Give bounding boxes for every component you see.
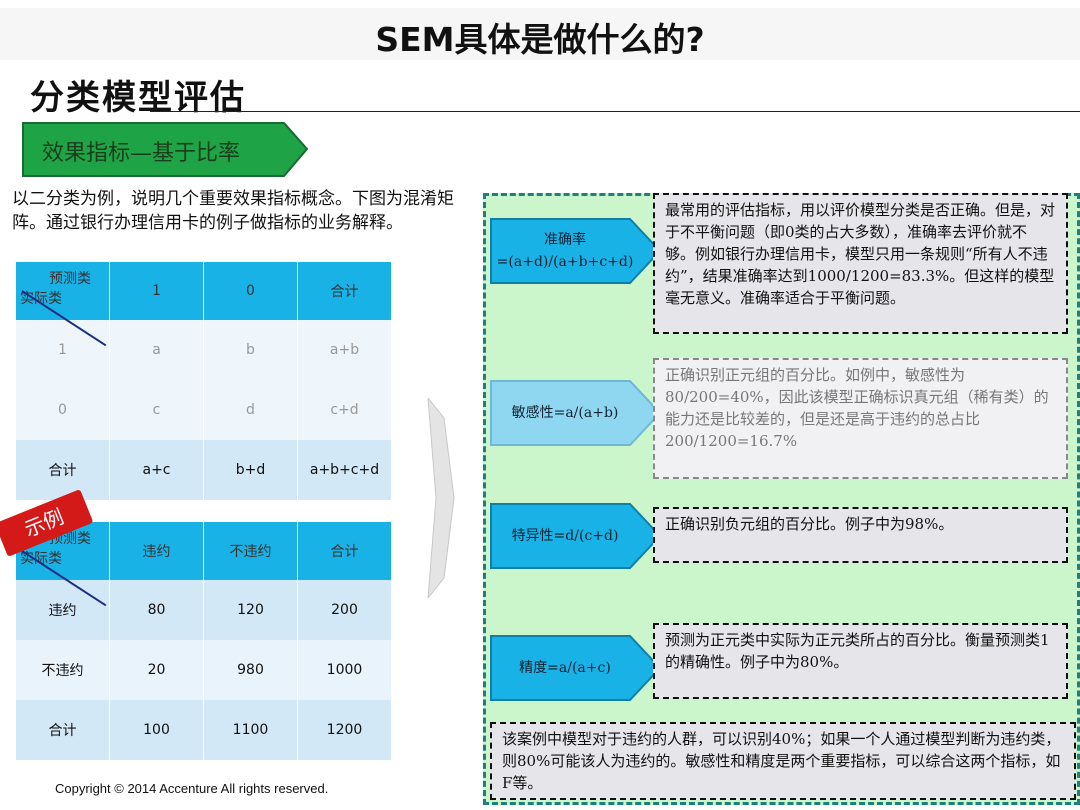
cell: 合计 [16, 700, 110, 760]
metric-label: 敏感性=a/(a+b) [511, 405, 619, 421]
header-cell: 不违约 [203, 522, 298, 580]
metric-accuracy: 准确率 =(a+d)/(a+b+c+d) [490, 218, 662, 284]
watermark-text: SEM具体是做什么的? [375, 20, 705, 59]
cell: a+b+c+d [297, 440, 392, 500]
metric-desc: 正确识别负元组的百分比。例子中为98%。 [653, 507, 1068, 563]
cell: 20 [109, 640, 204, 700]
corner-cell: 预测类实际类 [16, 262, 110, 347]
section-banner: 效果指标—基于比率 [22, 122, 309, 177]
cell: 1200 [297, 700, 392, 760]
cell: 100 [109, 700, 204, 760]
cell: 1 [16, 320, 110, 380]
cell: 1100 [203, 700, 298, 760]
section-title: 效果指标—基于比率 [42, 141, 241, 166]
cell: 120 [203, 580, 298, 640]
cell: 不违约 [16, 640, 110, 700]
cell: d [203, 380, 298, 440]
cell: a+b [297, 320, 392, 380]
metric-specificity: 特异性=d/(c+d) [490, 503, 662, 569]
cell: 1000 [297, 640, 392, 700]
cell: a+c [109, 440, 204, 500]
header-cell: 违约 [109, 522, 204, 580]
metric-label: 特异性=d/(c+d) [511, 528, 619, 544]
metric-sensitivity: 敏感性=a/(a+b) [490, 380, 662, 446]
metric-desc: 预测为正元类中实际为正元类所占的百分比。衡量预测类1的精确性。例子中为80%。 [653, 623, 1068, 699]
cell: a [109, 320, 204, 380]
metric-label: 精度=a/(a+c) [519, 660, 611, 676]
metric-desc: 正确识别正元组的百分比。如例中，敏感性为80/200=40%，因此该模型正确标识… [653, 358, 1068, 479]
pred-label: 预测类 [49, 271, 91, 287]
intro-text: 以二分类为例，说明几个重要效果指标概念。下图为混淆矩阵。通过银行办理信用卡的例子… [12, 189, 454, 233]
cell: 980 [203, 640, 298, 700]
metric-desc: 最常用的评估指标，用以评价模型分类是否正确。但是，对于不平衡问题（即0类的占大多… [653, 193, 1068, 334]
copyright: Copyright © 2014 Accenture All rights re… [55, 781, 329, 796]
cell: 违约 [16, 580, 110, 640]
metric-precision: 精度=a/(a+c) [490, 635, 662, 701]
cell: 合计 [16, 440, 110, 500]
header-cell: 合计 [297, 522, 392, 580]
cell: 80 [109, 580, 204, 640]
banner-arrow-shape [22, 122, 309, 177]
right-arrow-icon [427, 398, 455, 598]
cell: c+d [297, 380, 392, 440]
metric-label: 准确率 =(a+d)/(a+b+c+d) [496, 232, 634, 270]
watermark-band [0, 8, 1080, 60]
header-cell: 1 [109, 262, 204, 320]
cell: 0 [16, 380, 110, 440]
summary-box: 该案例中模型对于违约的人群，可以识别40%；如果一个人通过模型判断为违约类，则8… [490, 722, 1076, 800]
cell: c [109, 380, 204, 440]
header-cell: 0 [203, 262, 298, 320]
cell: b [203, 320, 298, 380]
title-divider [150, 111, 1080, 112]
header-cell: 合计 [297, 262, 392, 320]
cell: b+d [203, 440, 298, 500]
cell: 200 [297, 580, 392, 640]
